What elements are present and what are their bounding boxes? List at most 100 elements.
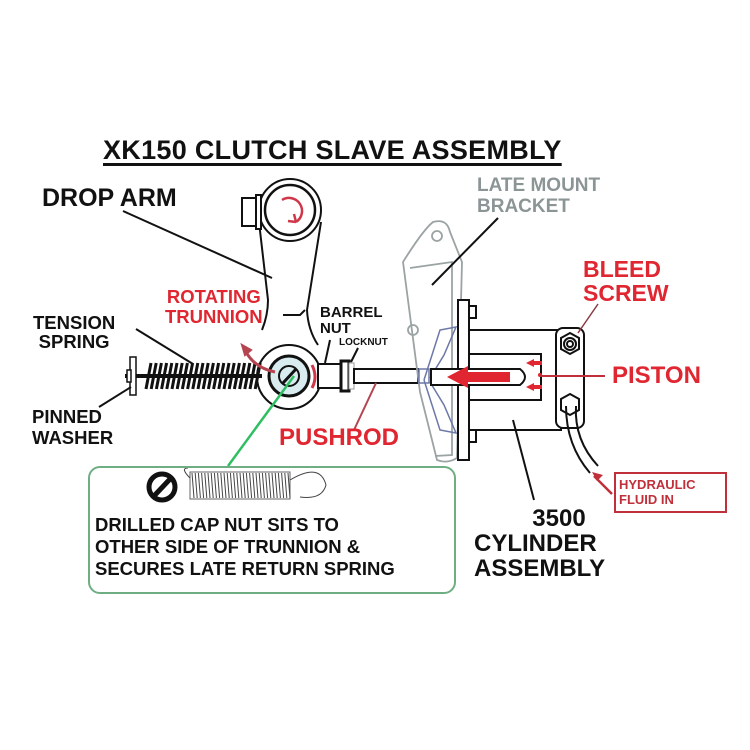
spring-coil xyxy=(201,362,210,390)
label-line: TRUNNION xyxy=(165,306,263,327)
leader-tension-spring xyxy=(135,328,194,365)
note-spring-coil xyxy=(261,472,265,499)
label-line: BRACKET xyxy=(477,196,570,217)
note-spring-coil xyxy=(271,472,275,499)
spring-coil xyxy=(154,362,163,390)
label-line: PINNED xyxy=(32,406,102,427)
label-barrel-nut: BARREL NUT xyxy=(320,305,383,337)
note-spring-coil xyxy=(210,472,214,499)
spring-coil xyxy=(222,362,231,390)
leader-bleed-screw xyxy=(577,303,599,334)
rotation-arrow-icon xyxy=(281,196,304,224)
label-line: 3500 xyxy=(532,505,586,532)
label-rotating-trunnion: ROTATING TRUNNION xyxy=(165,287,263,327)
note-spring-coil xyxy=(258,472,262,499)
note-spring-coil xyxy=(268,472,272,499)
label-pinned-washer: PINNED WASHER xyxy=(32,406,113,448)
note-spring-coil xyxy=(252,472,256,499)
spring-coil xyxy=(144,362,153,390)
note-spring-coil xyxy=(287,472,291,499)
label-line: SPRING xyxy=(38,331,110,352)
barrel-nut xyxy=(317,359,355,393)
leader-cylinder xyxy=(512,419,535,501)
note-spring-coil xyxy=(197,472,201,499)
leader-bracket xyxy=(431,217,499,286)
note-spring-coil xyxy=(281,472,285,499)
note-spring-coil xyxy=(265,472,269,499)
note-spring-coil xyxy=(204,472,208,499)
tension-spring xyxy=(125,356,262,396)
diagram-title: XK150 CLUTCH SLAVE ASSEMBLY xyxy=(103,135,562,165)
label-line: SCREW xyxy=(583,280,669,306)
piston xyxy=(430,359,542,391)
note-line: DRILLED CAP NUT SITS TO xyxy=(95,514,339,535)
note-spring-coil xyxy=(255,472,259,499)
label-line: BLEED xyxy=(583,256,661,282)
spring-coil xyxy=(206,362,215,390)
spring-coil xyxy=(165,362,174,390)
note-line: OTHER SIDE OF TRUNNION & xyxy=(95,536,361,557)
note-spring-coil xyxy=(245,472,249,499)
note-spring-coil xyxy=(217,472,221,499)
pushrod-boot xyxy=(418,326,458,434)
label-piston: PISTON xyxy=(612,362,701,389)
note-text: DRILLED CAP NUT SITS TO OTHER SIDE OF TR… xyxy=(95,514,395,580)
note-spring-coil xyxy=(220,472,224,499)
note-box xyxy=(88,466,456,594)
label-line: NUT xyxy=(320,320,351,337)
label-line: LATE MOUNT xyxy=(477,175,601,196)
spring-coil xyxy=(212,362,221,390)
label-drop-arm: DROP ARM xyxy=(42,184,177,212)
note-spring-coil xyxy=(233,472,237,499)
label-line: TENSION xyxy=(33,312,116,333)
spring-coil xyxy=(170,362,179,390)
hydraulic-fluid-box xyxy=(614,472,727,513)
label-locknut: LOCKNUT xyxy=(339,337,388,348)
note-spring-coil xyxy=(229,472,233,499)
label-cylinder-assembly: 3500 CYLINDER ASSEMBLY xyxy=(474,506,644,581)
late-mount-bracket xyxy=(402,220,463,463)
spring-coil xyxy=(186,362,195,390)
note-spring-coil xyxy=(274,472,278,499)
spring-coil xyxy=(149,362,158,390)
note-spring-coil xyxy=(191,472,195,499)
leader-note-green xyxy=(226,375,296,467)
note-spring-coil xyxy=(249,472,253,499)
leader-rotating-trunnion xyxy=(244,351,276,374)
spring-coil xyxy=(243,362,252,390)
note-spring-coil xyxy=(239,472,243,499)
drop-arm xyxy=(241,178,322,346)
spring-coil xyxy=(232,362,241,390)
label-late-mount-bracket: LATE MOUNT BRACKET xyxy=(477,175,600,217)
label-line: ASSEMBLY xyxy=(474,555,606,582)
label-line: BARREL xyxy=(320,304,383,321)
leader-drop-arm xyxy=(122,210,273,279)
bleed-screw xyxy=(560,331,580,356)
label-line: CYLINDER xyxy=(474,530,597,557)
label-tension-spring: TENSION SPRING xyxy=(33,313,115,351)
leader-trunnion xyxy=(283,309,306,316)
spring-coil xyxy=(160,362,169,390)
hydraulic-fitting xyxy=(560,392,599,474)
label-bleed-screw: BLEED SCREW xyxy=(583,257,669,305)
slotted-cap-nut-icon xyxy=(146,471,178,503)
note-spring-coil xyxy=(194,472,198,499)
leader-pinned-washer xyxy=(98,386,132,408)
note-spring-coil xyxy=(223,472,227,499)
spring-coil xyxy=(191,362,200,390)
pushrod xyxy=(353,368,419,384)
label-pushrod: PUSHROD xyxy=(279,424,400,451)
label-line: WASHER xyxy=(32,427,114,448)
spring-coil xyxy=(217,362,226,390)
note-spring-coil xyxy=(207,472,211,499)
note-spring-coil xyxy=(201,472,205,499)
label-line: HYDRAULIC xyxy=(619,477,696,492)
trunnion xyxy=(256,344,322,410)
leader-pushrod xyxy=(353,382,377,431)
spring-coil xyxy=(196,362,205,390)
leader-locknut xyxy=(350,347,359,363)
note-spring-coil xyxy=(242,472,246,499)
note-spring-coil xyxy=(284,472,288,499)
return-spring-icon xyxy=(184,467,327,500)
